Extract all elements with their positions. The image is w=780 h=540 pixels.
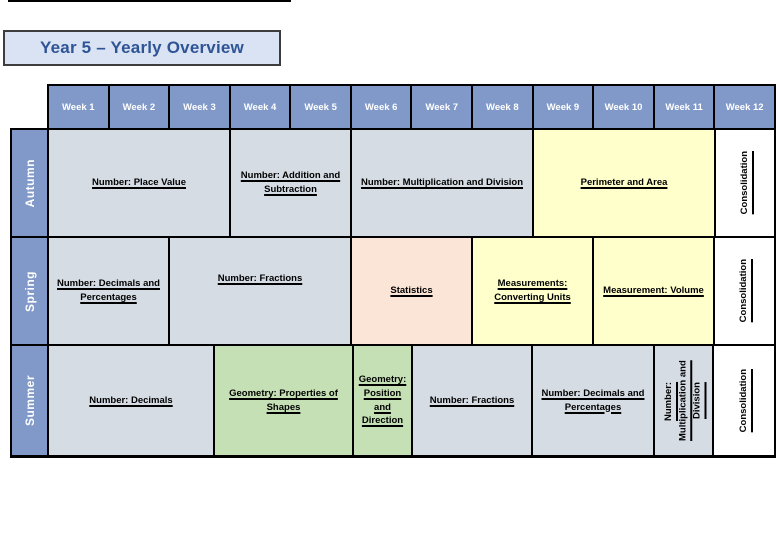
topic-cell-text: Geometry: Properties of Shapes (229, 387, 338, 413)
topic-cell-text: Consolidation (738, 259, 750, 323)
topic-cell-number-multiplication-and-division: Number: Multiplication and Division (655, 346, 712, 455)
topic-cell-number-fractions: Number: Fractions (413, 346, 531, 455)
topic-cell-text: Number: Multiplication and Division (663, 360, 703, 441)
page-title: Year 5 – Yearly Overview (40, 38, 244, 57)
week-header-8: Week 8 (473, 86, 532, 128)
topic-cell-text: Number: Fractions (429, 394, 515, 406)
week-header-4: Week 4 (230, 86, 290, 128)
topic-cell-text: Measurement: Volume (603, 285, 704, 297)
week-header-9: Week 9 (533, 86, 593, 128)
season-row-summer: Summer Number: Decimals Geometry: Properti… (12, 346, 774, 455)
season-label-spring: Spring (12, 238, 47, 344)
topic-cell-number-fractions: Number: Fractions (170, 238, 350, 344)
top-edge-line (8, 0, 291, 2)
week-header-1: Week 1 (49, 86, 108, 128)
topic-cell-text: Number: Place Value (92, 177, 186, 189)
topic-cell-text: Statistics (390, 285, 433, 297)
topic-cell-text: Number: Fractions (217, 273, 303, 285)
topic-cell-measurements-converting-units: Measurements: Converting Units (473, 238, 592, 344)
week-header-10: Week 10 (594, 86, 653, 128)
topic-cell-text: Perimeter and Area (580, 177, 668, 189)
topic-cell-text: Number: Decimals and Percentages (541, 387, 645, 413)
topic-cell-text: Measurements: Converting Units (494, 278, 571, 303)
season-label-autumn: Autumn (12, 130, 47, 236)
yearly-overview-table: Autumn Number: Place Value Number: Additio… (10, 128, 776, 458)
week-header-12: Week 12 (715, 86, 774, 128)
topic-cell-geometry-properties-of-shapes: Geometry: Properties of Shapes (215, 346, 352, 455)
week-header-11: Week 11 (654, 86, 714, 128)
topic-cell-consolidation: Consolidation (716, 130, 774, 236)
page-title-box: Year 5 – Yearly Overview (3, 30, 281, 66)
topic-cell-text: Number: Decimals and Percentages (57, 278, 160, 303)
topic-cell-text: Number: Decimals (89, 394, 173, 406)
topic-cell-number-decimals: Number: Decimals (49, 346, 213, 455)
topic-cell-number-decimals-and-percentages: Number: Decimals and Percentages (49, 238, 168, 344)
topic-cell-number-place-value: Number: Place Value (49, 130, 229, 236)
topic-cell-number-decimals-and-percentages: Number: Decimals and Percentages (533, 346, 653, 455)
topic-cell-text: Number: Multiplication and Division (360, 177, 524, 189)
topic-cell-geometry-position-and-direction: Geometry: Position and Direction (354, 346, 411, 455)
topic-cell-consolidation: Consolidation (714, 346, 774, 455)
topic-cell-text: Number: Addition and Subtraction (240, 170, 341, 195)
topic-cell-text: Geometry: Position and Direction (358, 373, 407, 427)
season-label-text: Summer (22, 374, 37, 427)
season-label-summer: Summer (12, 346, 47, 455)
week-header-3: Week 3 (170, 86, 229, 128)
week-header-6: Week 6 (351, 86, 411, 128)
season-row-spring: Spring Number: Decimals and Percentages Nu… (12, 238, 774, 344)
topic-cell-text: Consolidation (737, 368, 749, 433)
topic-cell-consolidation: Consolidation (715, 238, 774, 344)
topic-cell-number-addition-and-subtraction: Number: Addition and Subtraction (231, 130, 350, 236)
week-header-5: Week 5 (291, 86, 350, 128)
topic-cell-number-multiplication-and-division: Number: Multiplication and Division (352, 130, 532, 236)
season-label-text: Spring (22, 270, 37, 312)
week-header-2: Week 2 (109, 86, 169, 128)
topic-cell-perimeter-and-area: Perimeter and Area (534, 130, 714, 236)
week-header-7: Week 7 (412, 86, 472, 128)
topic-cell-statistics: Statistics (352, 238, 471, 344)
season-row-autumn: Autumn Number: Place Value Number: Additio… (12, 130, 774, 236)
season-label-text: Autumn (22, 158, 37, 208)
topic-cell-text: Consolidation (738, 151, 750, 215)
topic-cell-measurement-volume: Measurement: Volume (594, 238, 713, 344)
